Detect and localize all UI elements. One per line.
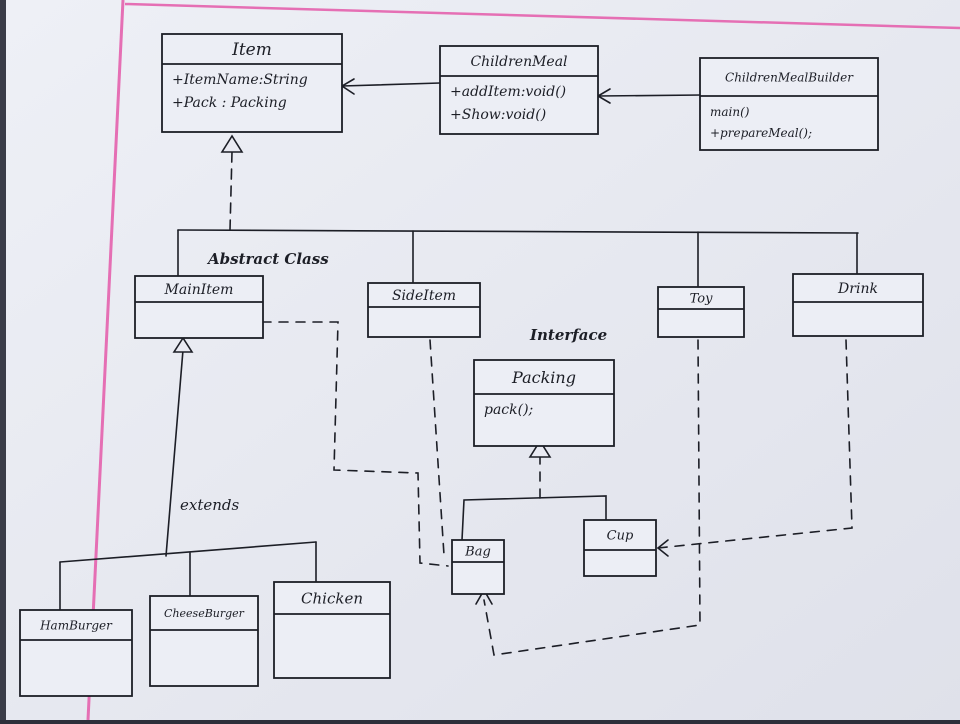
class-member: +Show:void()	[450, 107, 546, 123]
line-bus	[177, 229, 859, 234]
annotation-abstract-class: Abstract Class	[206, 250, 329, 268]
line-hierarchy-to-item	[229, 151, 233, 231]
class-box-main-item: MainItem	[134, 275, 264, 339]
class-name: Drink	[837, 281, 878, 297]
line-extends-bar	[59, 541, 317, 563]
line-toy-to-bag	[483, 339, 701, 656]
class-box-border	[134, 275, 264, 339]
class-name: Cup	[607, 529, 634, 544]
class-box-cheeseburger: CheeseBurger	[149, 595, 259, 687]
class-name: Chicken	[301, 589, 363, 607]
class-box-border	[699, 57, 879, 151]
line-sideitem-to-bag	[429, 339, 445, 556]
class-member: +Pack : Packing	[172, 95, 287, 111]
class-box-border	[792, 273, 924, 337]
arrowhead-extends	[172, 336, 194, 353]
line-extends-stem	[165, 349, 184, 557]
class-box-hamburger: HamBurger	[19, 609, 133, 697]
class-box-border	[273, 581, 391, 679]
class-box-packing: Packing pack();	[473, 359, 615, 447]
line-meal-to-item	[341, 82, 441, 87]
line-drink-to-cup	[657, 339, 853, 549]
class-name: Bag	[464, 545, 491, 560]
class-box-border	[161, 33, 343, 133]
class-box-chicken: Chicken	[273, 581, 391, 679]
class-name: ChildrenMealBuilder	[725, 70, 854, 84]
class-name: Item	[231, 40, 272, 60]
line-builder-to-meal	[597, 94, 703, 97]
class-box-border	[439, 45, 599, 135]
class-box-border	[473, 359, 615, 447]
arrowhead-drink-to-cup	[656, 539, 669, 557]
class-name: ChildrenMeal	[470, 54, 567, 70]
class-name: CheeseBurger	[164, 607, 245, 620]
annotation-interface: Interface	[529, 326, 607, 344]
class-member: main()	[710, 105, 750, 119]
class-box-border	[149, 595, 259, 687]
class-box-toy: Toy	[657, 286, 745, 338]
class-name: Packing	[511, 368, 576, 387]
class-name: SideItem	[392, 288, 456, 304]
class-name: Toy	[690, 292, 713, 307]
annotation-extends: extends	[180, 496, 240, 514]
paper-shadow-strip	[0, 0, 6, 720]
class-name: HamBurger	[39, 618, 113, 632]
class-box-bag: Bag	[451, 539, 505, 595]
class-box-border	[583, 519, 657, 577]
arrowhead-packing-realization	[528, 439, 552, 458]
class-member: pack();	[484, 402, 533, 418]
margin-line-top	[124, 2, 960, 30]
class-box-item: Item +ItemName:String +Pack : Packing	[161, 33, 343, 133]
class-box-children-meal: ChildrenMeal +addItem:void() +Show:void()	[439, 45, 599, 135]
class-name: MainItem	[164, 282, 234, 298]
class-box-builder: ChildrenMealBuilder main() +prepareMeal();	[699, 57, 879, 151]
arrowhead-item-realization	[220, 134, 244, 153]
class-box-drink: Drink	[792, 273, 924, 337]
class-box-side-item: SideItem	[367, 282, 481, 338]
class-box-border	[657, 286, 745, 338]
class-box-border	[367, 282, 481, 338]
class-member: +ItemName:String	[172, 72, 308, 88]
class-member: +addItem:void()	[450, 84, 566, 100]
class-box-cup: Cup	[583, 519, 657, 577]
class-box-border	[451, 539, 505, 595]
class-member: +prepareMeal();	[710, 126, 812, 140]
margin-line-vertical	[86, 0, 125, 721]
class-box-border	[19, 609, 133, 697]
line-realization-bar	[461, 495, 607, 541]
